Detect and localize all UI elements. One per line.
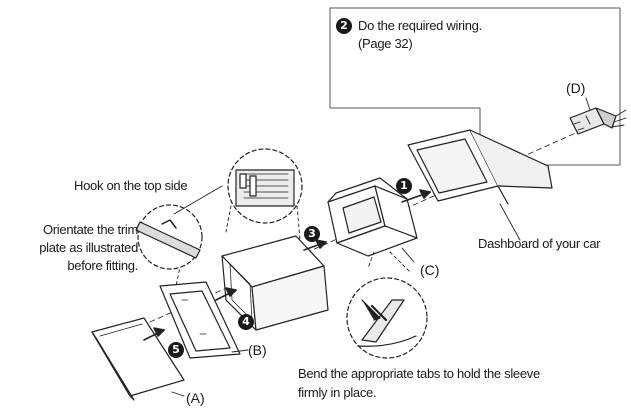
part-label-c: (C)	[420, 262, 440, 278]
step-1-badge: 1	[396, 178, 412, 194]
step-3-badge: 3	[304, 226, 320, 242]
tab-bend-detail	[346, 277, 428, 359]
hook-detail	[227, 148, 303, 224]
leader-line-c	[401, 247, 415, 263]
callout-text-line2: (Page 32)	[358, 36, 413, 51]
wiring-connector-d	[569, 107, 627, 135]
trim-detail-connector	[175, 257, 183, 287]
tab-detail-connector	[367, 251, 411, 273]
dashboard-opening	[407, 129, 553, 205]
dashboard-label: Dashboard of your car	[478, 236, 601, 251]
hook-top-side-label: Hook on the top side	[74, 178, 188, 193]
leader-line-dashboard	[499, 203, 521, 241]
step-5-badge: 5	[168, 342, 184, 358]
orientate-label-line1: Orientate the trim	[42, 222, 138, 237]
leader-line-a	[171, 391, 185, 397]
unit-body	[221, 235, 329, 331]
trim-orientation-detail	[135, 204, 203, 270]
trim-plate-b	[159, 281, 241, 359]
part-label-a: (A)	[186, 390, 205, 406]
part-label-d: (D)	[566, 80, 586, 96]
orientate-label-line3: before fitting.	[67, 258, 138, 273]
orientate-label-line2: plate as illustrated	[39, 240, 138, 255]
assembly-arrows	[143, 189, 431, 341]
hook-leader-line	[173, 185, 223, 215]
bend-tabs-label-line1: Bend the appropriate tabs to hold the sl…	[298, 366, 540, 381]
step-4-badge: 4	[238, 314, 254, 330]
step-2-badge: 2	[336, 18, 352, 34]
leader-line-b	[231, 349, 249, 353]
faceplate-a	[91, 317, 185, 401]
bend-tabs-label-line2: firmly in place.	[298, 385, 377, 400]
mounting-sleeve-c	[327, 177, 418, 257]
leader-line-d	[585, 97, 591, 111]
part-label-b: (B)	[248, 342, 267, 358]
callout-text-line1: Do the required wiring.	[358, 18, 482, 33]
